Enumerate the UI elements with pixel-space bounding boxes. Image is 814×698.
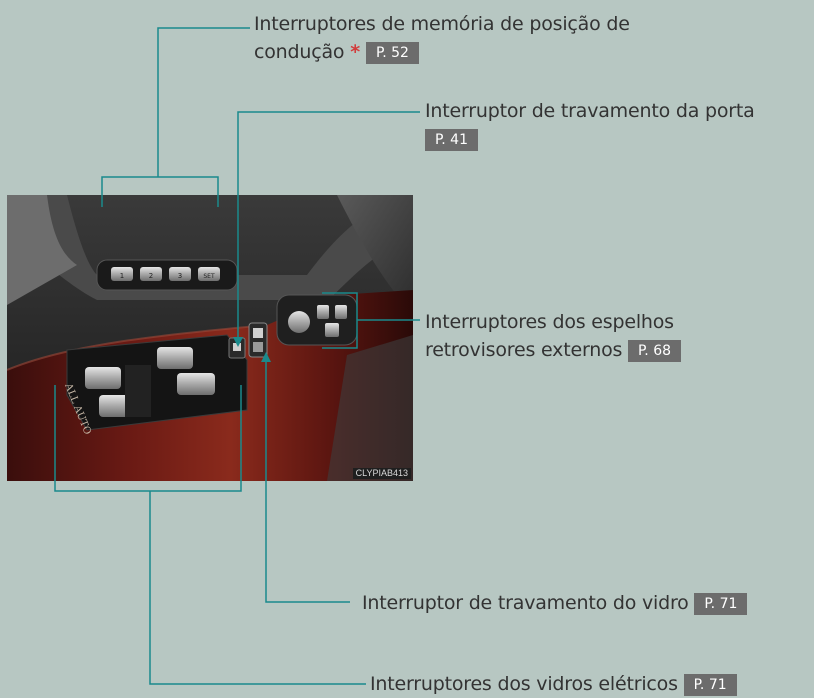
photo-code-label: CLYPIAB413 bbox=[352, 468, 411, 479]
memory-button-set: SET bbox=[203, 273, 215, 280]
memory-switches-page-link[interactable]: P. 52 bbox=[365, 41, 419, 64]
door-lock-page-link[interactable]: P. 41 bbox=[425, 128, 478, 151]
window-switches bbox=[85, 347, 215, 417]
power-windows-callout: Interruptores dos vidros elétricos P. 71 bbox=[370, 670, 737, 698]
door-lock-arrowhead bbox=[233, 337, 243, 347]
door-lock-callout: Interruptor de travamento da porta P. 41 bbox=[425, 97, 755, 153]
door-panel-photo: 1 2 3 SET ALL AUTO bbox=[7, 195, 413, 481]
power-windows-leader bbox=[149, 491, 366, 685]
mirror-control bbox=[276, 294, 358, 346]
memory-switches-callout: Interruptores de memória de posição de c… bbox=[254, 10, 630, 66]
memory-switches-bracket bbox=[101, 176, 219, 207]
memory-button-3: 3 bbox=[178, 272, 182, 280]
memory-switches-line1: Interruptores de memória de posição de bbox=[254, 13, 630, 35]
power-windows-label: Interruptores dos vidros elétricos bbox=[370, 673, 678, 695]
memory-switches-leader bbox=[157, 27, 250, 177]
mirror-switches-line2: retrovisores externos bbox=[425, 339, 623, 361]
mirror-switches-bracket bbox=[322, 292, 358, 349]
window-lock-callout: Interruptor de travamento do vidro P. 71 bbox=[362, 589, 748, 617]
lock-buttons bbox=[228, 322, 268, 359]
optional-asterisk: * bbox=[350, 41, 360, 63]
door-panel-illustration: 1 2 3 SET ALL AUTO bbox=[7, 195, 413, 481]
memory-switches-line2: condução bbox=[254, 41, 345, 63]
door-lock-leader bbox=[237, 111, 420, 340]
mirror-switches-line1: Interruptores dos espelhos bbox=[425, 311, 674, 333]
mirror-switches-page-link[interactable]: P. 68 bbox=[628, 339, 682, 362]
power-windows-bracket bbox=[54, 385, 242, 492]
memory-button-2: 2 bbox=[149, 272, 153, 280]
memory-button-1: 1 bbox=[120, 272, 124, 280]
power-windows-page-link[interactable]: P. 71 bbox=[683, 673, 737, 696]
window-lock-label: Interruptor de travamento do vidro bbox=[362, 592, 689, 614]
window-lock-leader bbox=[265, 360, 350, 603]
memory-switch-buttons: 1 2 3 SET bbox=[111, 267, 220, 281]
window-lock-page-link[interactable]: P. 71 bbox=[694, 592, 748, 615]
window-lock-arrowhead bbox=[261, 352, 271, 362]
door-lock-label: Interruptor de travamento da porta bbox=[425, 100, 755, 122]
mirror-switches-callout: Interruptores dos espelhos retrovisores … bbox=[425, 308, 682, 364]
